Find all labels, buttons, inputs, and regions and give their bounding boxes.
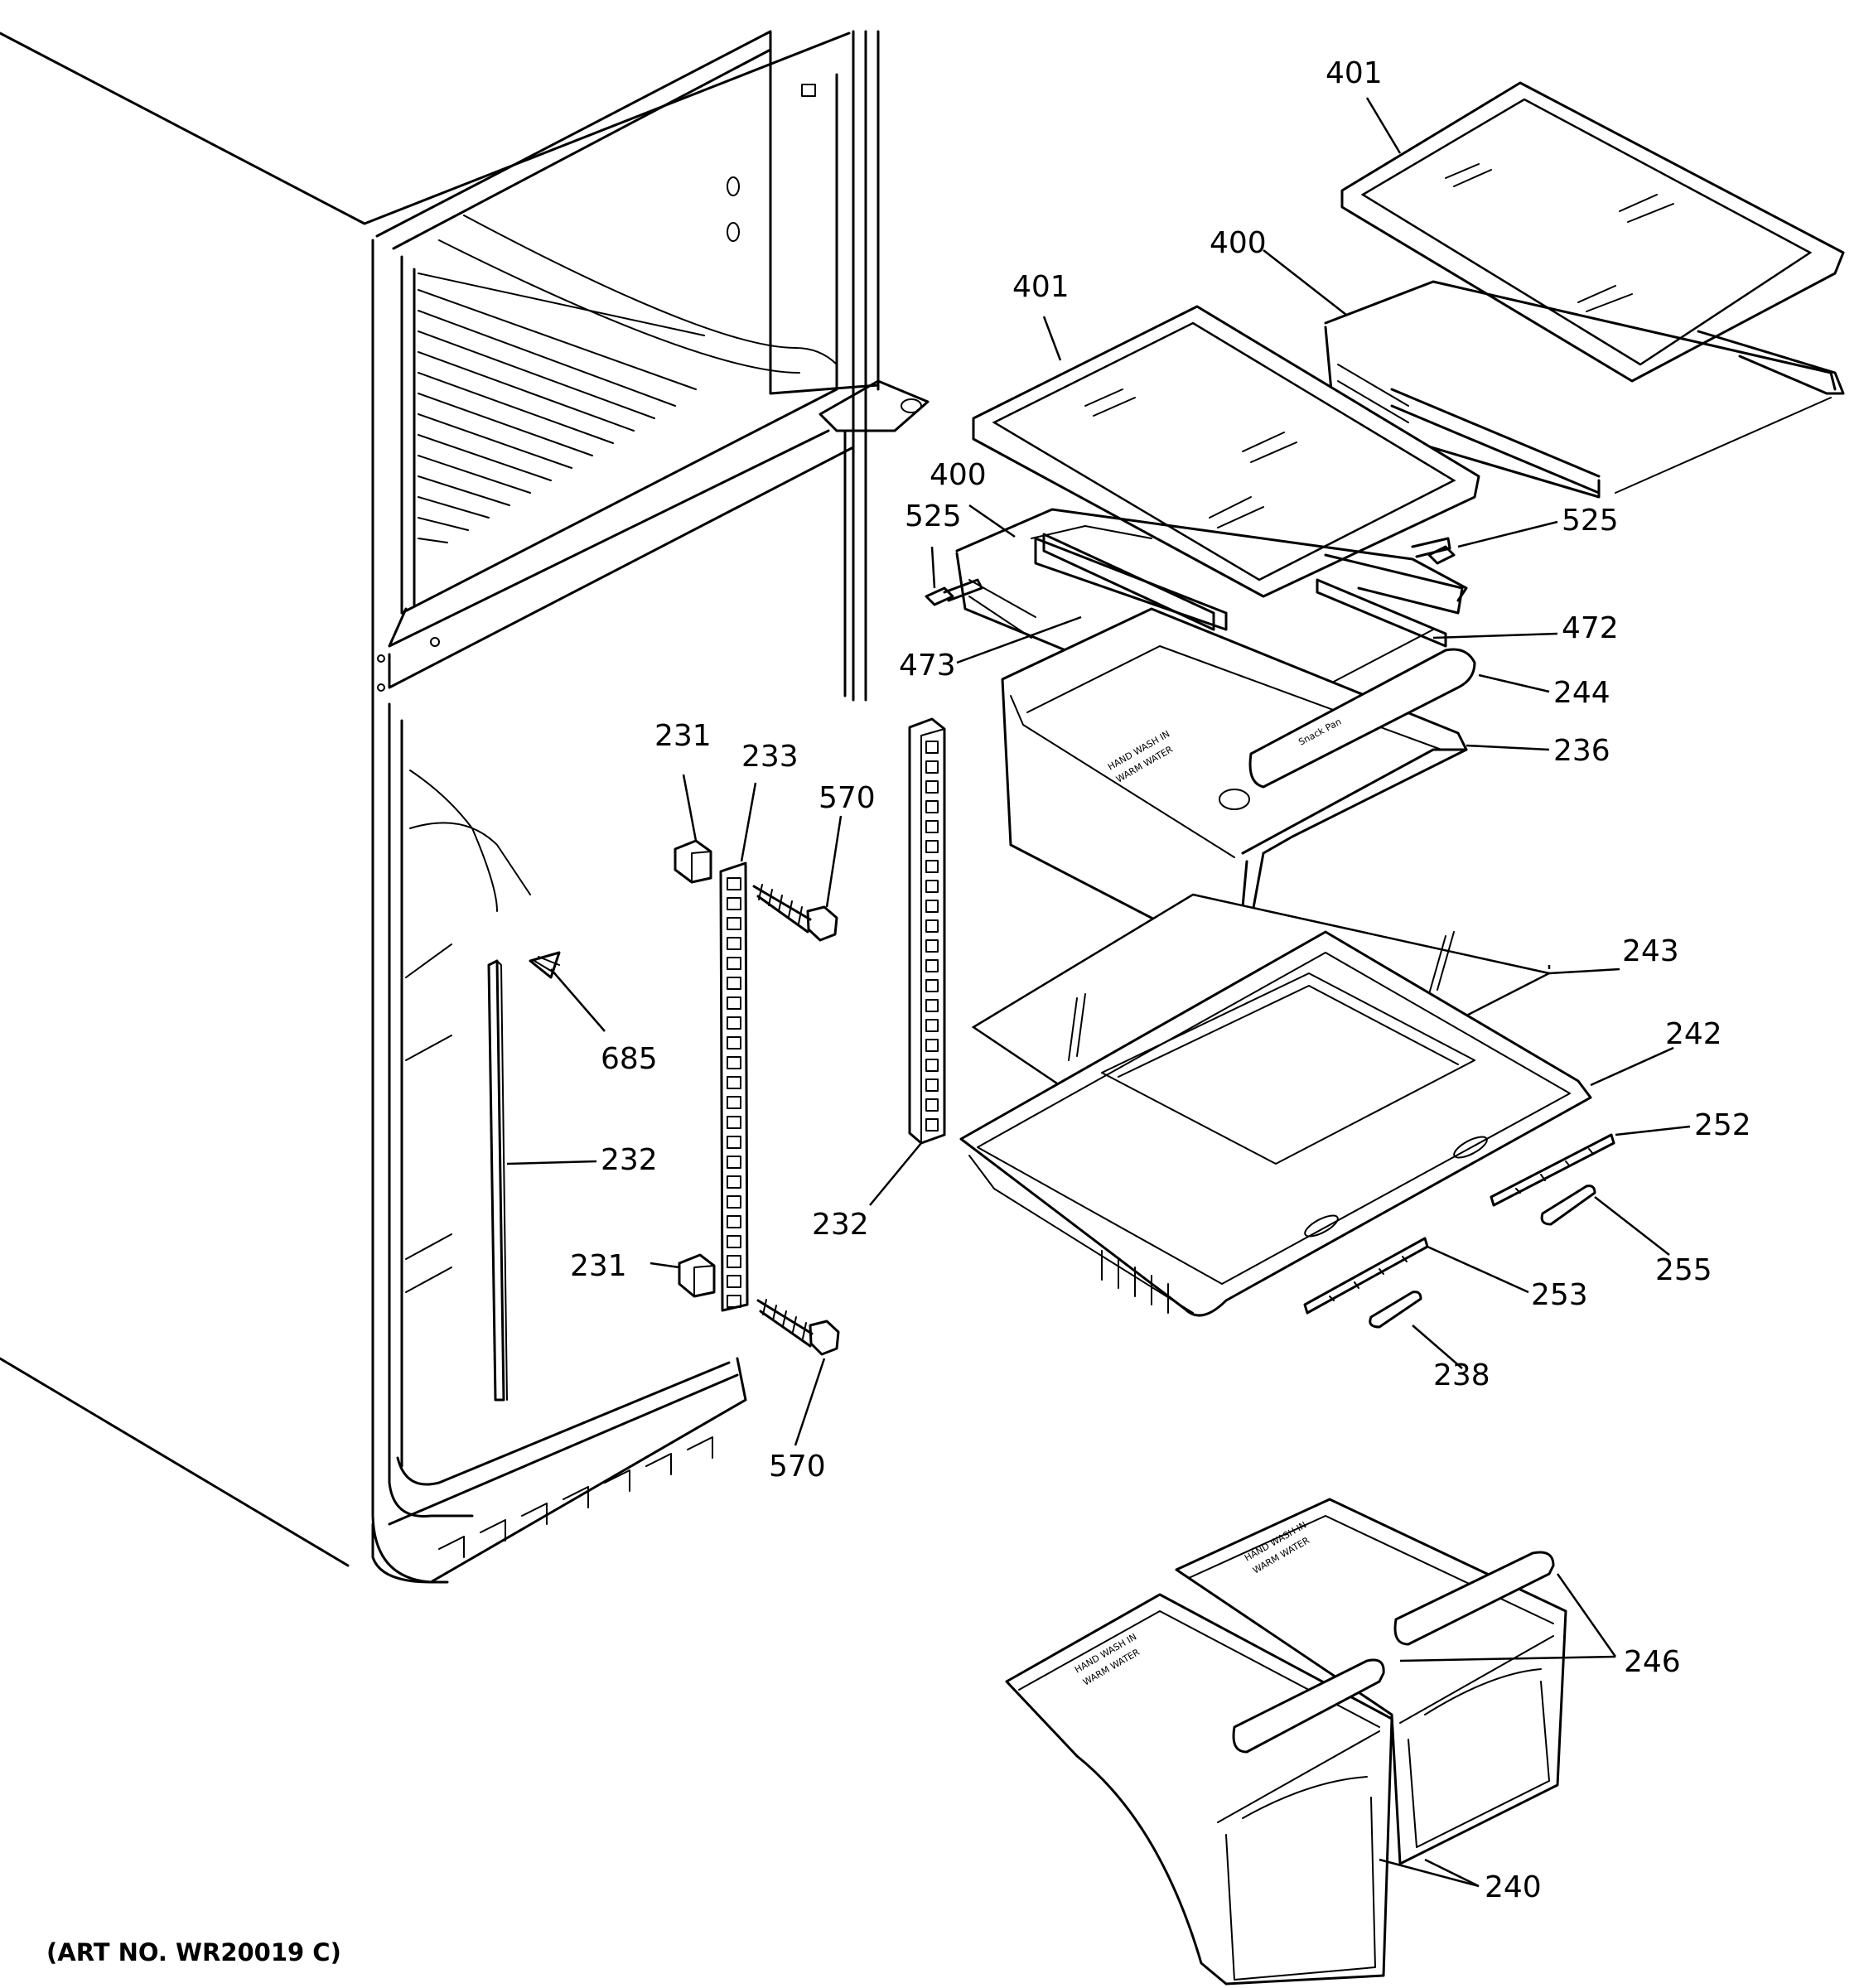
- label-240: 240: [1485, 1870, 1542, 1904]
- label-244: 244: [1553, 676, 1610, 710]
- label-401-upper: 401: [1326, 56, 1383, 90]
- rail-slot: [727, 957, 741, 970]
- rail-slot: [727, 1036, 741, 1049]
- label-252: 252: [1694, 1108, 1751, 1142]
- rail-slot: [925, 840, 939, 853]
- label-246: 246: [1624, 1645, 1681, 1679]
- part-238-roller: [1369, 1291, 1422, 1329]
- rail-slot: [925, 780, 939, 794]
- rail-slot: [925, 1098, 939, 1112]
- rail-slot: [925, 1039, 939, 1052]
- rail-slot: [925, 1059, 939, 1072]
- rail-slot: [925, 900, 939, 913]
- label-243: 243: [1622, 934, 1679, 968]
- label-232-right: 232: [812, 1208, 869, 1242]
- rail-slot: [727, 1056, 741, 1069]
- part-253-slide: [1303, 1237, 1429, 1315]
- part-525-pin-left: [925, 578, 983, 606]
- label-233: 233: [741, 740, 799, 774]
- rail-slot: [727, 1156, 741, 1169]
- rail-slot: [925, 1118, 939, 1132]
- label-685: 685: [601, 1042, 658, 1076]
- part-233-ladder-rail: [719, 861, 749, 1312]
- part-401-shelf-middle: [972, 305, 1480, 598]
- part-401-shelf-upper: [1340, 81, 1845, 383]
- label-400-middle: 400: [930, 458, 987, 492]
- part-246-drawer-handle-left: [1232, 1658, 1385, 1754]
- rail-slot: [925, 741, 939, 754]
- rail-slot: [727, 1275, 741, 1288]
- leader-lines: [506, 97, 1691, 1888]
- rail-slot: [727, 1096, 741, 1109]
- part-473-shelf-support: [1042, 533, 1215, 631]
- rail-slot: [925, 800, 939, 813]
- part-472-shelf-support: [1316, 578, 1447, 648]
- label-570-upper: 570: [819, 781, 876, 815]
- rail-slot: [925, 999, 939, 1012]
- rail-slot: [727, 1116, 741, 1129]
- part-255-roller: [1540, 1185, 1596, 1226]
- part-labels: 401 400 401 400 525 525 472 473 244 236 …: [570, 56, 1751, 1904]
- rail-slot: [727, 1136, 741, 1149]
- rail-slot: [925, 1078, 939, 1092]
- part-242-crisper-frame: [959, 930, 1592, 1317]
- rail-slot: [925, 860, 939, 873]
- label-242: 242: [1665, 1017, 1722, 1051]
- part-570-screw-upper: [752, 884, 838, 942]
- label-253: 253: [1531, 1278, 1588, 1312]
- label-232-left: 232: [601, 1143, 658, 1177]
- refrigerator-cabinet: [0, 30, 930, 1584]
- label-236: 236: [1553, 734, 1610, 768]
- rail-slot: [925, 939, 939, 953]
- label-401-middle: 401: [1012, 270, 1070, 304]
- label-473: 473: [899, 649, 956, 683]
- label-238: 238: [1433, 1358, 1490, 1392]
- rail-slot: [925, 820, 939, 833]
- part-232-right-rail: [908, 717, 946, 1145]
- part-231-clip-lower: [678, 1253, 716, 1298]
- rail-slot: [925, 959, 939, 972]
- rail-slot: [727, 1295, 741, 1308]
- rail-slot: [727, 877, 741, 890]
- label-525-left: 525: [905, 499, 962, 533]
- label-472: 472: [1562, 611, 1619, 645]
- part-570-screw-lower: [756, 1299, 840, 1356]
- part-246-drawer-handle-right: [1393, 1551, 1555, 1646]
- label-231-lower: 231: [570, 1249, 627, 1283]
- label-525-right: 525: [1562, 504, 1619, 538]
- rail-slot: [727, 1076, 741, 1089]
- rail-slot: [727, 977, 741, 990]
- part-525-pin-right: [1411, 537, 1456, 565]
- label-400-upper: 400: [1210, 226, 1267, 260]
- label-570-lower: 570: [769, 1450, 826, 1484]
- part-232-left-rail: [487, 959, 508, 1402]
- label-231-upper: 231: [654, 719, 712, 753]
- rail-slot: [727, 897, 741, 910]
- part-231-clip-upper: [674, 839, 712, 884]
- label-255: 255: [1655, 1253, 1712, 1287]
- rail-slot: [925, 919, 939, 933]
- rail-slot: [727, 1016, 741, 1030]
- rail-slot: [727, 1235, 741, 1248]
- part-400-shelf-frame-upper: [1324, 280, 1845, 499]
- rail-slot: [925, 880, 939, 893]
- part-240-crisper-drawer-left: HAND WASH IN WARM WATER: [1005, 1593, 1393, 1986]
- rail-slot: [925, 760, 939, 774]
- art-number: (ART NO. WR20019 C): [46, 1938, 341, 1966]
- rail-slot: [727, 1175, 741, 1189]
- rail-slot: [925, 979, 939, 992]
- rail-slot: [925, 1019, 939, 1032]
- rail-slot: [727, 1195, 741, 1209]
- rail-slot: [727, 937, 741, 950]
- rail-slot: [727, 1215, 741, 1228]
- rail-slot: [727, 996, 741, 1010]
- rail-slot: [727, 1255, 741, 1268]
- rail-slot: [727, 917, 741, 930]
- part-252-slide: [1490, 1133, 1615, 1207]
